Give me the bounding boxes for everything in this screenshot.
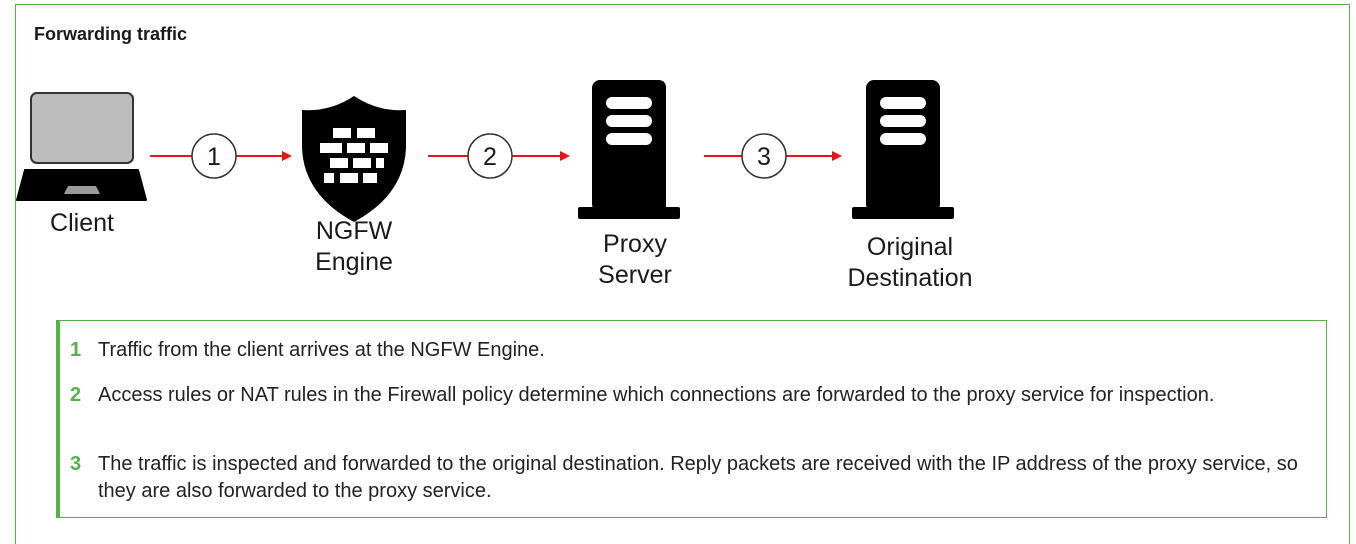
firewall-shield-icon [302, 96, 406, 222]
step-text: Traffic from the client arrives at the N… [98, 339, 545, 361]
step-number: 2 [70, 384, 82, 406]
step-text: Access rules or NAT rules in the Firewal… [98, 384, 1215, 406]
arrow-1: 1 [150, 133, 292, 179]
proxy-server-label: Proxy Server [598, 230, 672, 289]
step-text: The traffic is inspected and forwarded t… [98, 453, 1298, 502]
arrow-number-1: 1 [207, 143, 221, 171]
arrow-3: 3 [704, 133, 842, 179]
step-number: 1 [70, 339, 82, 361]
client-label: Client [50, 209, 114, 237]
proxy-server-icon [578, 80, 680, 219]
arrow-2: 2 [428, 133, 570, 179]
arrow-number-3: 3 [757, 143, 771, 171]
figure-frame [15, 4, 1350, 544]
steps-callout: 1 Traffic from the client arrives at the… [56, 320, 1327, 518]
destination-server-icon [852, 80, 954, 219]
step-number: 3 [70, 453, 82, 475]
figure-title: Forwarding traffic [34, 24, 188, 44]
original-destination-label: Original Destination [847, 233, 973, 292]
arrow-number-2: 2 [483, 143, 497, 171]
laptop-icon [16, 92, 147, 201]
ngfw-engine-label: NGFW Engine [315, 217, 393, 276]
network-diagram: 1 2 3 [16, 80, 954, 222]
